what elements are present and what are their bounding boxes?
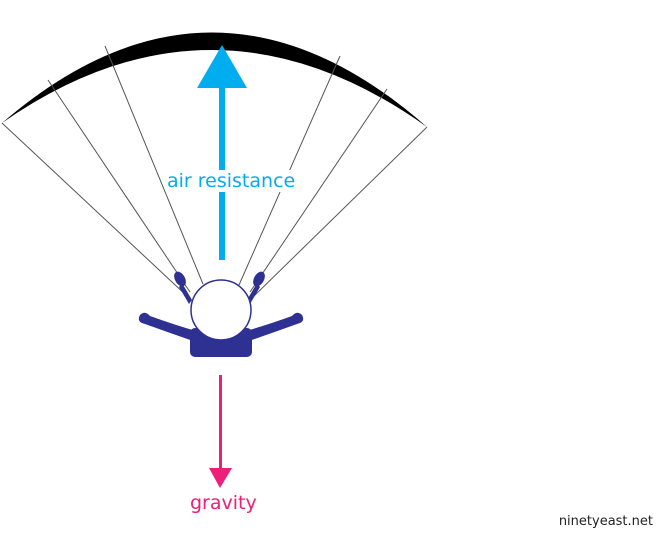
suspension-line (1, 122, 189, 298)
suspension-line (252, 126, 428, 298)
gravity-label: gravity (190, 492, 257, 514)
arrow-up-icon (197, 45, 247, 260)
parachute-canopy-icon (2, 32, 427, 127)
skydiver-icon (138, 271, 304, 357)
suspension-line (47, 79, 191, 293)
air-resistance-label: air resistance (166, 170, 297, 192)
suspension-line (249, 88, 388, 293)
suspension-line (104, 45, 204, 285)
arrow-down-icon (209, 375, 232, 488)
suspension-lines (1, 45, 428, 298)
credit-text: ninetyeast.net (558, 514, 653, 529)
